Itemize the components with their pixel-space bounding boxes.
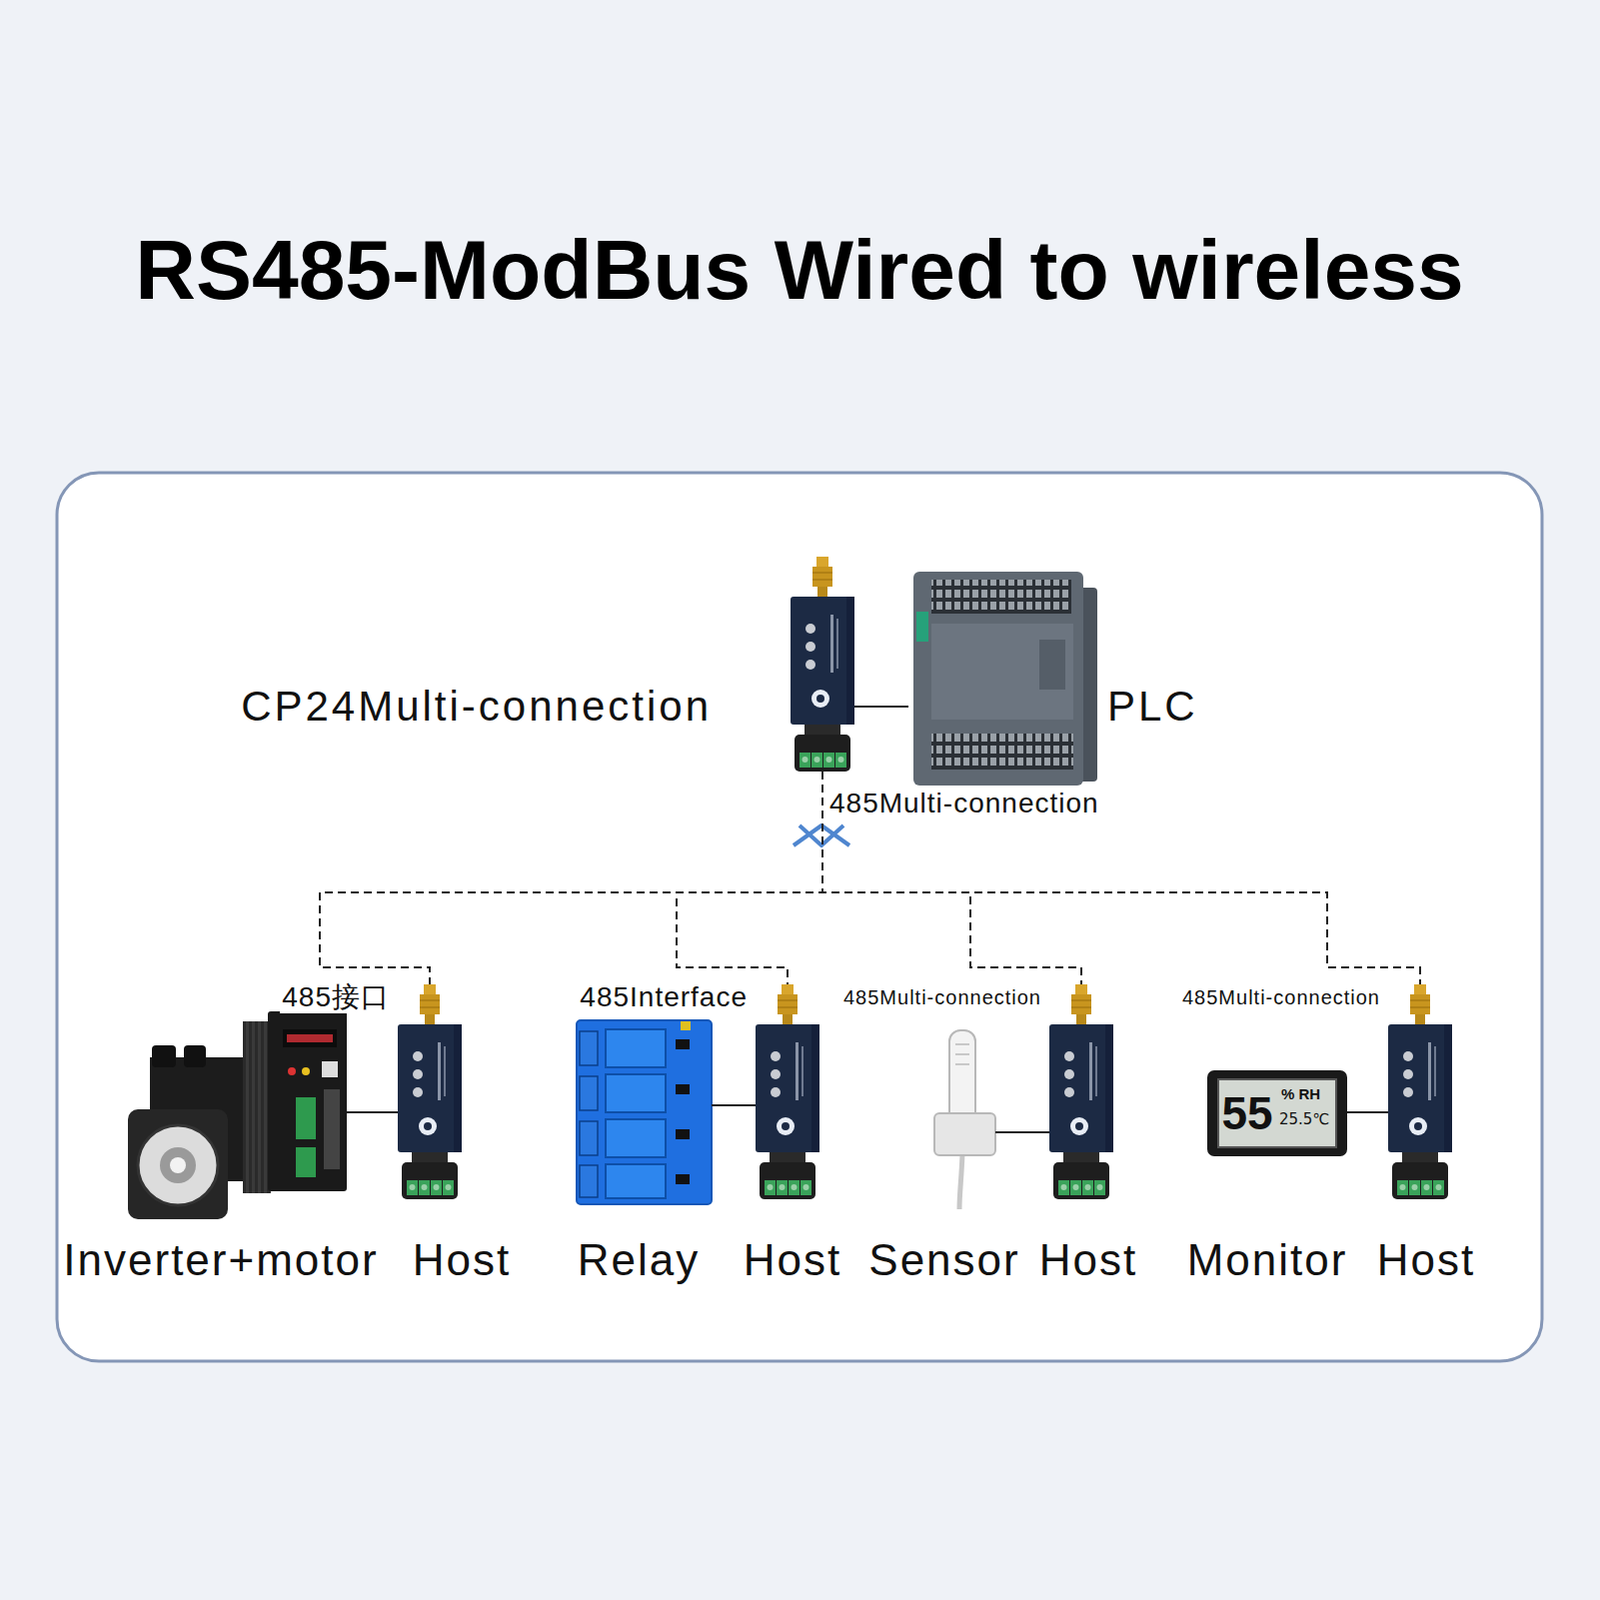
title: RS485-ModBus Wired to wireless — [134, 221, 1465, 319]
drive-connector — [295, 1147, 316, 1178]
device-label: Host — [1039, 1235, 1138, 1287]
inverter-motor: Inverter+motor — [127, 1011, 347, 1220]
wired-link — [995, 1131, 1050, 1134]
motor-hub — [159, 1147, 196, 1184]
plc-terminal — [931, 579, 1072, 614]
jumper — [680, 1021, 691, 1031]
link-label: 485Interface — [577, 981, 750, 1014]
humidity-sensor: Sensor — [934, 1030, 996, 1210]
bluetooth-module: Host — [397, 984, 462, 1200]
plc-terminal-teeth — [931, 579, 1072, 614]
wireless-link — [822, 771, 1421, 985]
drive-front — [267, 1011, 347, 1192]
drive-picture — [242, 1011, 347, 1194]
component — [675, 1084, 690, 1095]
sensor-vent — [955, 1043, 970, 1046]
relay — [605, 1029, 666, 1068]
component — [675, 1174, 690, 1185]
device-label: CP24Multi-connection — [240, 682, 712, 731]
device-label: Host — [412, 1235, 511, 1287]
display-reading: 55 — [1221, 1087, 1273, 1141]
plc-terminal — [931, 733, 1074, 770]
plc-terminal-teeth — [931, 733, 1074, 770]
plc-port — [1039, 639, 1066, 690]
wired-link — [711, 1104, 756, 1107]
relay — [605, 1119, 666, 1158]
link-label: 485接口 — [279, 981, 392, 1014]
terminal — [579, 1165, 598, 1198]
sensor-picture — [934, 1030, 996, 1210]
monitor-case — [1207, 1070, 1348, 1157]
relay-board: Relay — [576, 1020, 712, 1205]
link-label: 485Multi-connection — [829, 787, 1100, 820]
drive-button — [301, 1067, 310, 1076]
bluetooth-module: Host — [1049, 984, 1114, 1200]
motor-shaft — [169, 1157, 186, 1174]
bluetooth-module-picture — [1388, 984, 1453, 1200]
motor-picture — [127, 1045, 245, 1220]
sensor-bracket — [934, 1113, 996, 1156]
motor-plug — [183, 1045, 206, 1068]
relay — [605, 1074, 666, 1113]
wired-link — [854, 705, 909, 708]
component — [675, 1129, 690, 1140]
wired-link — [346, 1111, 398, 1114]
device-label: Monitor — [1187, 1235, 1349, 1287]
drive-port — [321, 1061, 338, 1078]
bluetooth-module-picture — [790, 556, 855, 772]
bluetooth-module: CP24Multi-connection — [790, 556, 855, 772]
wired-link — [1347, 1111, 1389, 1114]
sensor-vent — [955, 1053, 970, 1056]
bluetooth-module-picture — [397, 984, 462, 1200]
bluetooth-module: Host — [1388, 984, 1453, 1200]
bluetooth-module-picture — [755, 984, 820, 1200]
device-label: Relay — [577, 1235, 701, 1287]
terminal — [579, 1121, 598, 1156]
link-label: 485Multi-connection — [1180, 986, 1383, 1010]
relay — [605, 1164, 666, 1199]
drive-button — [287, 1067, 296, 1076]
wireless-link — [319, 771, 823, 985]
bluetooth-module: Host — [755, 984, 820, 1200]
device-label: Host — [743, 1235, 842, 1287]
display-unit: % RH — [1281, 1085, 1321, 1103]
drive-connector — [295, 1097, 316, 1140]
motor-plug — [151, 1045, 176, 1068]
drive-display — [282, 1029, 337, 1048]
device-label: Inverter+motor — [62, 1235, 378, 1287]
sensor-vent — [955, 1063, 970, 1066]
relay-board — [576, 1020, 712, 1205]
panel — [56, 472, 1543, 1362]
monitor-picture — [1207, 1070, 1348, 1157]
drive-display-glow — [286, 1034, 333, 1043]
motor-face — [137, 1125, 218, 1206]
drive-fins — [242, 1021, 271, 1194]
device-label: Host — [1377, 1235, 1476, 1287]
display-reading: 25.5℃ — [1279, 1111, 1330, 1129]
drive-db-port — [323, 1089, 340, 1170]
drive-heatsink — [242, 1021, 271, 1194]
relay-picture — [576, 1020, 712, 1205]
component — [675, 1039, 690, 1050]
plc-badge — [916, 611, 929, 642]
monitor-lcd — [1218, 1079, 1337, 1148]
wireless-link — [676, 771, 823, 985]
sensor-cable — [959, 1154, 963, 1210]
plc-body — [913, 571, 1084, 786]
device-label: Sensor — [868, 1235, 1020, 1287]
device-label: PLC — [1107, 682, 1199, 731]
motor-flange — [127, 1109, 228, 1220]
plc-picture — [913, 571, 1098, 786]
plc-unit: PLC — [908, 561, 1098, 786]
bluetooth-module-picture — [1049, 984, 1114, 1200]
terminal — [579, 1076, 598, 1111]
terminal — [579, 1031, 598, 1066]
plc-face — [931, 623, 1074, 720]
link-label: 485Multi-connection — [841, 986, 1044, 1010]
